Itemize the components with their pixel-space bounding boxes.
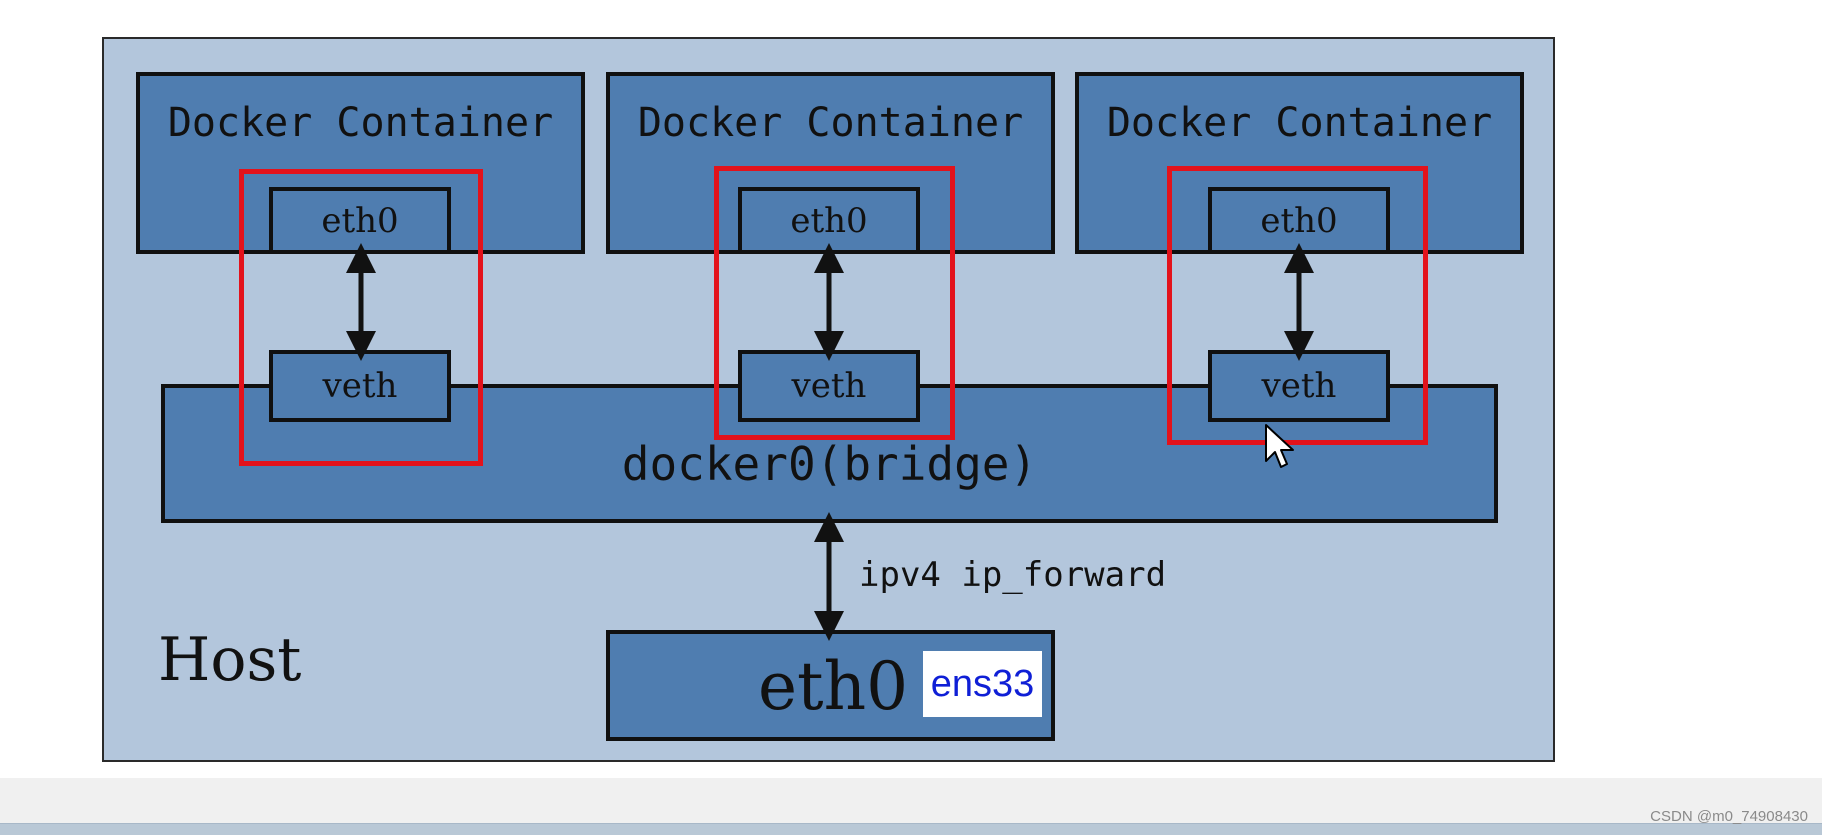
highlight-frame-3 [1167, 166, 1428, 445]
host-eth0-label: eth0 [758, 648, 909, 725]
watermark: CSDN @m0_74908430 [1650, 808, 1808, 825]
highlight-frame-1 [239, 169, 483, 466]
container-1-veth: veth [269, 350, 451, 422]
container-2-veth: veth [738, 350, 920, 422]
container-title: Docker Container [637, 100, 1024, 146]
mouse-pointer-icon [1265, 424, 1294, 468]
container-title: Docker Container [167, 100, 554, 146]
window-bottom-bar [0, 823, 1822, 835]
window-bottom-area [0, 778, 1822, 823]
host-label: Host [158, 625, 302, 695]
host-eth0: eth0 [606, 630, 1055, 741]
highlight-frame-2 [714, 166, 955, 440]
container-3-veth: veth [1208, 350, 1390, 422]
bridge-label: docker0(bridge) [621, 437, 1038, 491]
host-nic-name: ens33 [923, 651, 1042, 717]
ip-forward-label: ipv4 ip_forward [859, 555, 1167, 595]
container-title: Docker Container [1106, 100, 1493, 146]
